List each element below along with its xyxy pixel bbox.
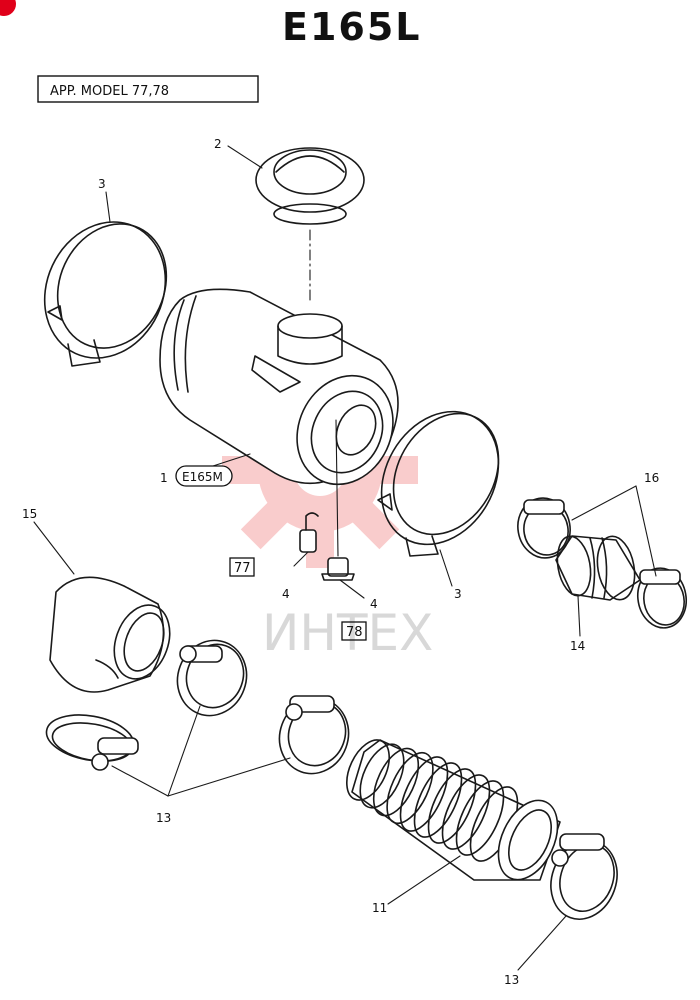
callout-14: 14 [570, 639, 585, 653]
part-13-hose-clamp-c [278, 695, 350, 775]
callout-3-right: 3 [454, 587, 462, 601]
model-tag-box [175, 465, 233, 487]
watermark-text: ИНТЕХ [262, 604, 433, 662]
part-13-hose-clamp-b [45, 714, 139, 771]
part-13-hose-clamp-d [550, 833, 618, 920]
model-box-77 [229, 557, 255, 577]
part-14-sleeve-hose [555, 535, 641, 601]
corner-mark [0, 0, 16, 16]
callout-13-bottom: 13 [504, 973, 519, 987]
callout-4-right: 4 [370, 597, 378, 611]
part-4-valve-77 [293, 512, 319, 567]
model-box-77-label: 77 [234, 561, 251, 576]
model-box-78-label: 78 [346, 625, 363, 640]
callout-15: 15 [22, 507, 37, 521]
page-title: E165L [282, 5, 422, 49]
part-13-hose-clamp-a [176, 639, 248, 717]
part-4-valve-78 [321, 419, 365, 599]
callout-3-left: 3 [98, 177, 106, 191]
part-11-corrugated-hose [346, 739, 561, 881]
part-1-air-cleaner-body [159, 288, 399, 486]
part-3-band-clamp-left [43, 221, 168, 367]
model-box-78 [341, 621, 367, 641]
part-15-elbow-hose [33, 521, 171, 693]
callout-13-left: 13 [156, 811, 171, 825]
app-model-box [37, 75, 259, 103]
callout-11: 11 [372, 901, 387, 915]
app-model-label: APP. MODEL 77,78 [50, 84, 169, 99]
part-3-band-clamp-right [377, 410, 500, 557]
model-tag-label: E165M [182, 470, 223, 484]
part-16-clamp-right [636, 567, 688, 629]
callout-1: 1 [160, 471, 168, 485]
callout-2: 2 [214, 137, 222, 151]
callout-4-left: 4 [282, 587, 290, 601]
part-2-cap [255, 147, 365, 301]
callout-16: 16 [644, 471, 659, 485]
part-16-clamp-left [517, 497, 571, 559]
